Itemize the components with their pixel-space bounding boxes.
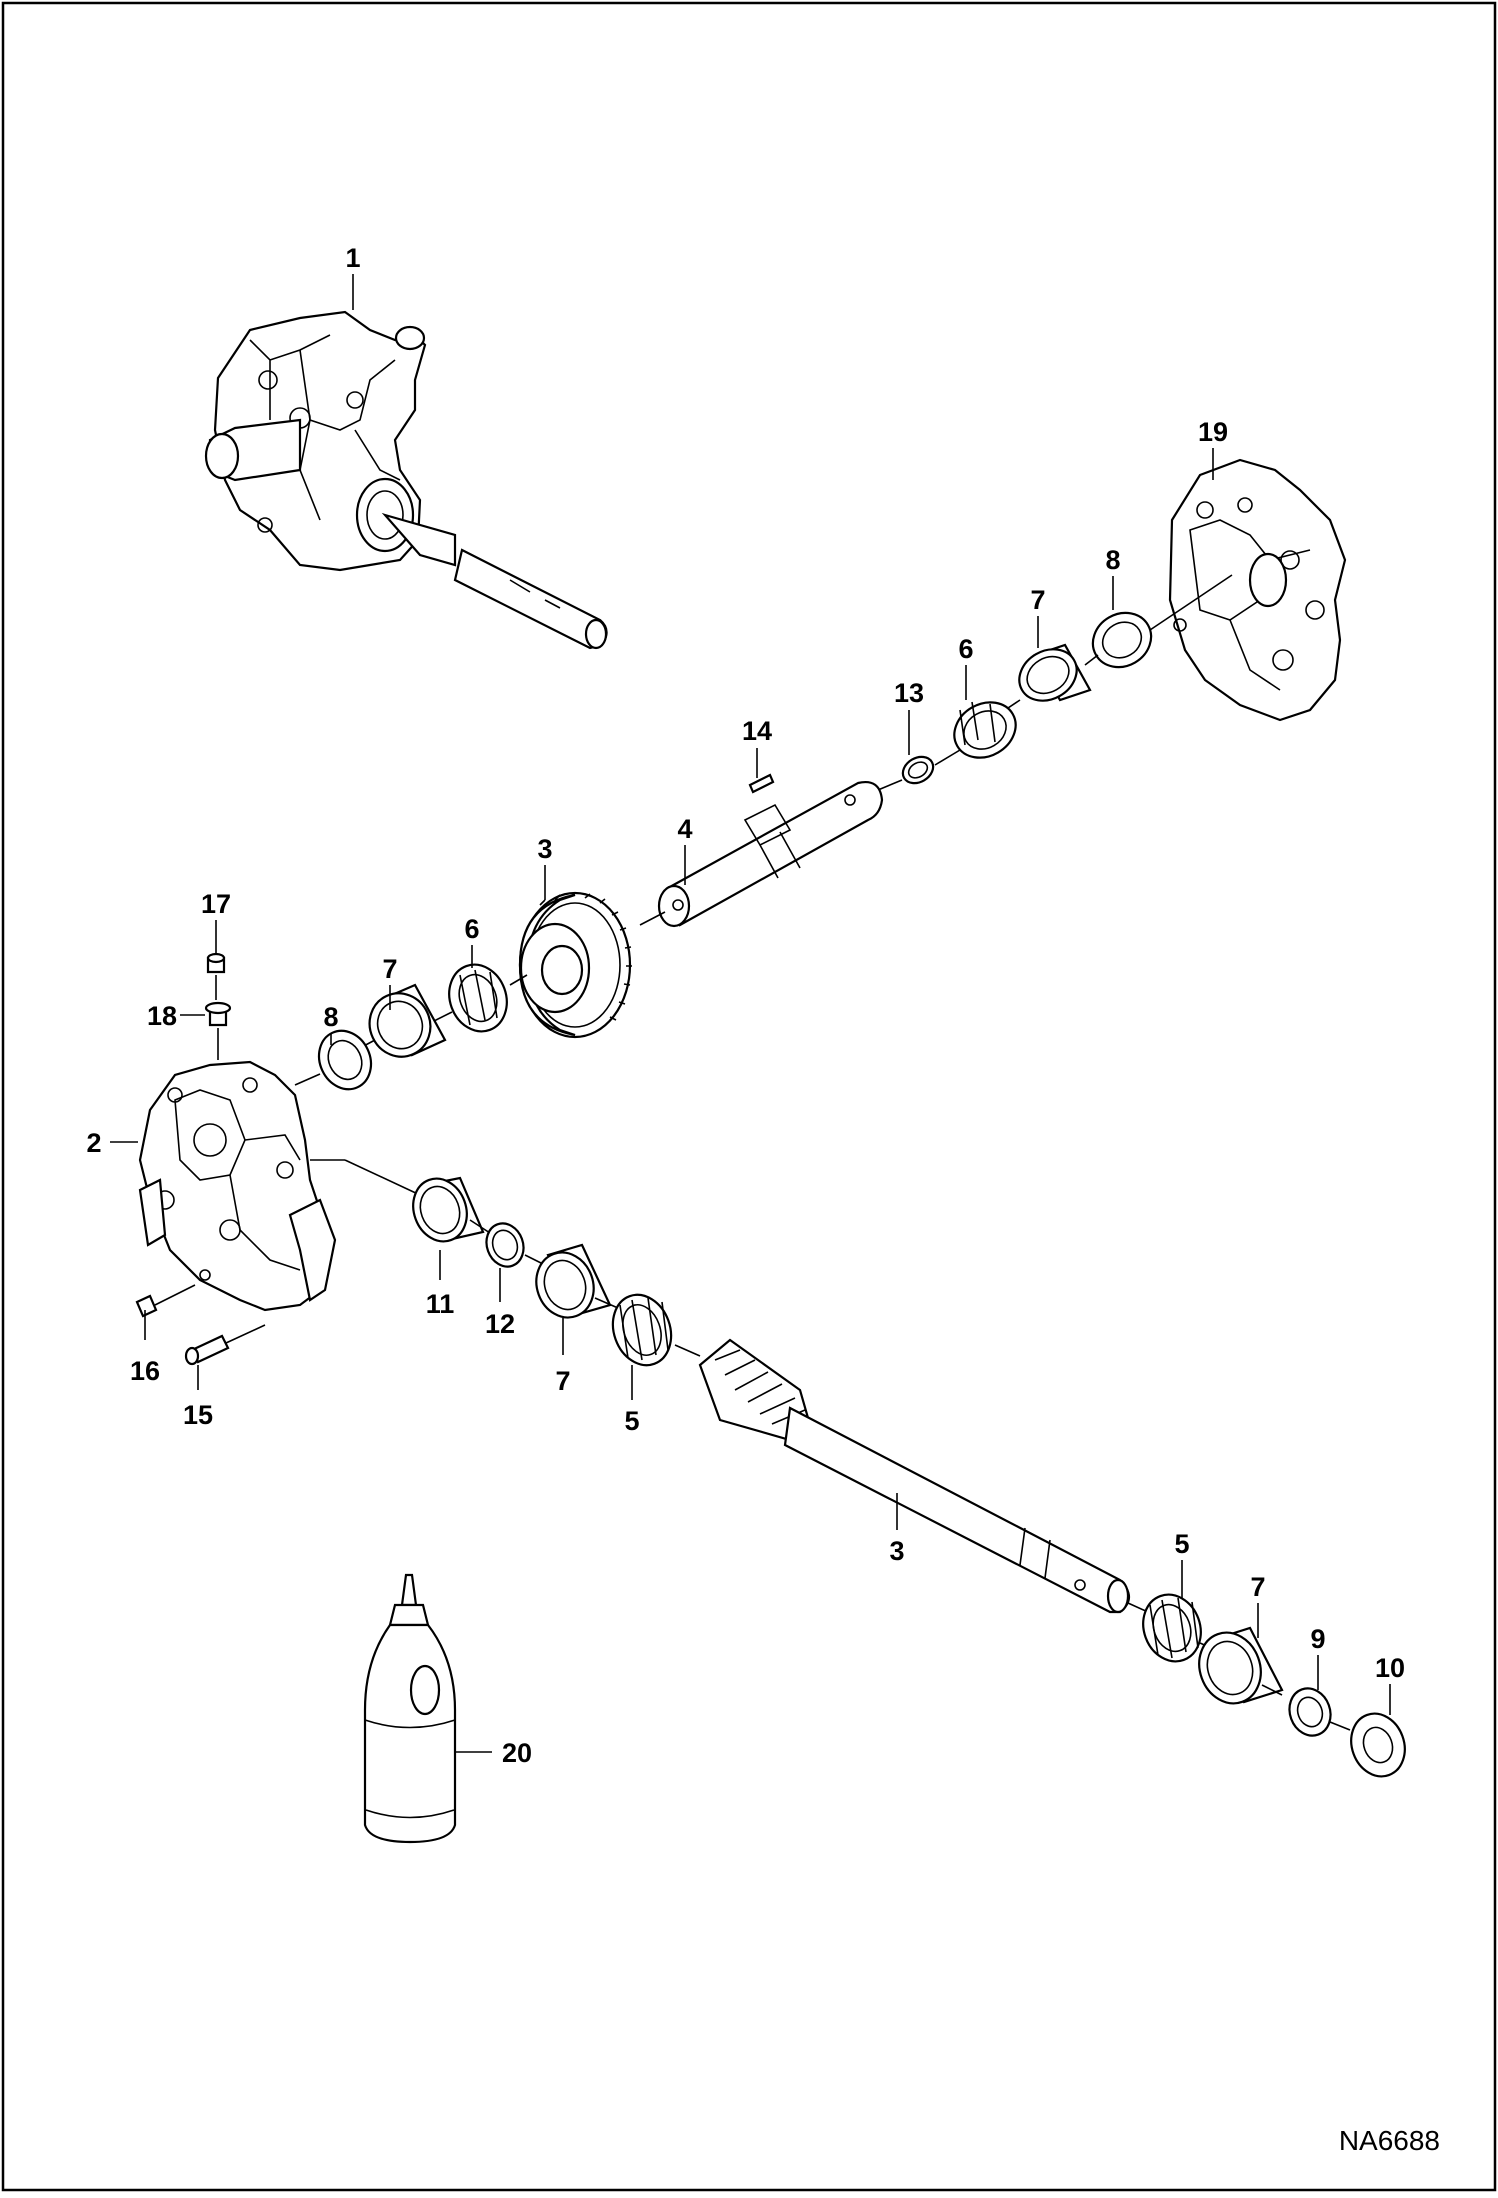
callout-8-right: 8 bbox=[1105, 545, 1120, 575]
callout-6-left: 6 bbox=[464, 914, 479, 944]
callout-7-upper-left: 7 bbox=[382, 954, 397, 984]
part-2-housing bbox=[138, 1060, 337, 1312]
part-11-ring bbox=[412, 1176, 485, 1243]
assembly-line bbox=[934, 749, 961, 766]
part-10-seal bbox=[1350, 1712, 1406, 1778]
part-7-cup-upper-left bbox=[368, 983, 447, 1058]
callout-4: 4 bbox=[677, 814, 692, 844]
part-19-housing bbox=[1168, 458, 1347, 722]
part-7-cup-upper-right bbox=[1018, 643, 1092, 702]
callout-20: 20 bbox=[502, 1738, 532, 1768]
assembly-line bbox=[1329, 1721, 1351, 1731]
part-8-seal-upper bbox=[1091, 611, 1153, 669]
callout-9: 9 bbox=[1310, 1624, 1325, 1654]
part-4-shaft bbox=[657, 781, 884, 928]
part-20-oil-bottle bbox=[363, 1573, 457, 1844]
part-3-gear bbox=[518, 891, 632, 1039]
callout-14: 14 bbox=[742, 716, 772, 746]
part-7-cup-lower-right bbox=[1198, 1626, 1284, 1705]
assembly-line bbox=[1084, 654, 1099, 666]
part-18-fitting bbox=[204, 1001, 232, 1027]
callout-7-upper-right: 7 bbox=[1030, 585, 1045, 615]
part-5-bearing-left bbox=[611, 1293, 673, 1367]
part-8-seal-lower bbox=[317, 1029, 373, 1091]
part-15-capscrew bbox=[184, 1334, 230, 1366]
callout-10: 10 bbox=[1375, 1653, 1405, 1683]
callout-3-gear: 3 bbox=[537, 834, 552, 864]
part-13-snap-ring bbox=[901, 755, 935, 785]
part-1-housing-assembly bbox=[204, 310, 608, 650]
assembly-line bbox=[344, 1159, 421, 1196]
callout-7-lower-left: 7 bbox=[555, 1366, 570, 1396]
part-14-key bbox=[748, 773, 775, 794]
drawing-id: NA6688 bbox=[1339, 2125, 1440, 2156]
callout-18: 18 bbox=[147, 1001, 177, 1031]
part-9-seal bbox=[1288, 1687, 1332, 1737]
assembly-line bbox=[674, 1344, 701, 1357]
callout-leaders bbox=[110, 274, 1391, 1715]
assembly-line bbox=[225, 1324, 266, 1344]
callout-2: 2 bbox=[86, 1128, 101, 1158]
part-12-ring bbox=[485, 1222, 525, 1268]
callout-12: 12 bbox=[485, 1309, 515, 1339]
callout-7-lower-right: 7 bbox=[1250, 1572, 1265, 1602]
callout-17: 17 bbox=[201, 889, 231, 919]
assembly-line bbox=[469, 1219, 491, 1234]
callout-19: 19 bbox=[1198, 417, 1228, 447]
callout-16: 16 bbox=[130, 1356, 160, 1386]
callout-15: 15 bbox=[183, 1400, 213, 1430]
callout-3-shaft: 3 bbox=[889, 1536, 904, 1566]
assembly-line bbox=[877, 779, 903, 791]
callout-labels: 1 2 3 3 4 5 5 6 6 7 7 7 7 8 8 9 10 11 12… bbox=[86, 243, 1405, 1768]
part-3-pinion-shaft bbox=[698, 1338, 1131, 1614]
part-5-bearing-right bbox=[1142, 1593, 1202, 1663]
callout-6-right: 6 bbox=[958, 634, 973, 664]
callout-5-right: 5 bbox=[1174, 1529, 1189, 1559]
assembly-line bbox=[1261, 1684, 1283, 1696]
callout-1: 1 bbox=[345, 243, 360, 273]
part-16-bolt bbox=[135, 1294, 158, 1318]
assembly-line bbox=[509, 974, 528, 986]
assembly-line bbox=[1149, 574, 1233, 631]
part-6-bearing-upper-right bbox=[953, 701, 1017, 759]
assembly-line bbox=[639, 911, 666, 926]
callout-13: 13 bbox=[894, 678, 924, 708]
assembly-line bbox=[594, 1297, 619, 1309]
callout-5-left: 5 bbox=[624, 1406, 639, 1436]
callout-11: 11 bbox=[426, 1289, 455, 1319]
part-17-plug bbox=[206, 952, 226, 974]
part-6-bearing-upper-left bbox=[448, 963, 508, 1033]
assembly-line bbox=[154, 1284, 196, 1306]
callout-8-left: 8 bbox=[323, 1002, 338, 1032]
assembly-line bbox=[294, 1073, 321, 1086]
